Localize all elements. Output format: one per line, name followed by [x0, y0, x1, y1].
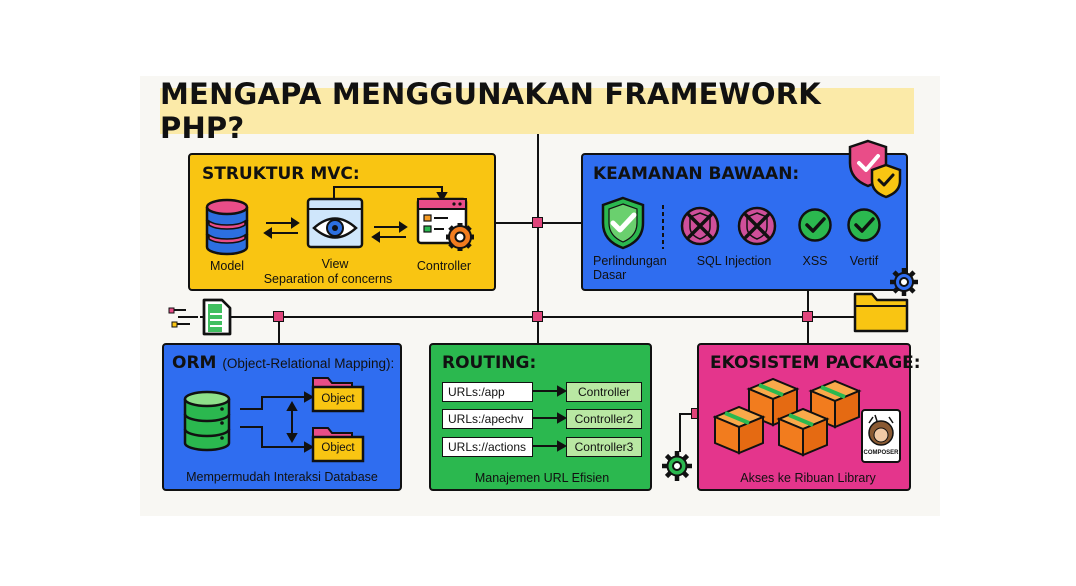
- gear-icon: [446, 223, 474, 251]
- orm-caption: Mempermudah Interaksi Database: [186, 470, 378, 484]
- orm-title: ORM (Object-Relational Mapping):: [172, 353, 394, 373]
- object-label: Object: [321, 442, 355, 454]
- branch-arrows-icon: [240, 391, 315, 453]
- security-item-xss: XSS: [802, 254, 828, 268]
- ecosystem-title: EKOSISTEM PACKAGE:: [710, 353, 921, 373]
- shield-cross-icon: [680, 206, 720, 246]
- routing-panel: ROUTING: URLs:/app Controller URLs:/apec…: [429, 343, 652, 491]
- route-controller: Controller3: [566, 437, 642, 457]
- route-controller: Controller2: [566, 409, 642, 429]
- orm-subtitle: (Object-Relational Mapping):: [222, 356, 395, 371]
- arrow-line-icon: [333, 186, 448, 201]
- shield-check-icon: [601, 196, 645, 250]
- document-icon: [168, 298, 232, 336]
- routing-caption: Manajemen URL Efisien: [474, 471, 610, 485]
- mvc-title: STRUKTUR MVC:: [202, 164, 360, 184]
- object-label: Object: [321, 393, 355, 405]
- joint-node: [273, 311, 284, 322]
- package-box-icon: [713, 377, 861, 457]
- route-url: URLs:/app: [442, 382, 533, 402]
- composer-logo-text: COMPOSER: [863, 450, 899, 456]
- orm-title-main: ORM: [172, 353, 217, 373]
- object-folder-icon: [311, 377, 365, 413]
- ecosystem-panel: EKOSISTEM PACKAGE: COMPOSER Akses ke Rib…: [697, 343, 921, 491]
- controller-label: Controller: [416, 259, 472, 273]
- model-label: Model: [209, 259, 245, 273]
- object-folder-icon: [311, 427, 365, 463]
- view-label: View: [321, 257, 349, 271]
- shield-badge-icon: [848, 139, 902, 199]
- controller-window-icon: [416, 197, 474, 251]
- page-title: MENGAPA MENGGUNAKAN FRAMEWORK PHP?: [160, 77, 914, 145]
- bidirectional-arrow-icon: [263, 217, 300, 239]
- security-item-vertif: Vertif: [849, 254, 879, 268]
- joint-node: [802, 311, 813, 322]
- mvc-caption: Separation of concerns: [263, 272, 393, 286]
- gear-icon: [662, 451, 692, 481]
- eye-icon: [306, 197, 364, 249]
- routing-title: ROUTING:: [442, 353, 537, 373]
- route-controller: Controller: [566, 382, 642, 402]
- security-title: KEAMANAN BAWAAN:: [593, 164, 800, 184]
- check-circle-icon: [847, 208, 881, 242]
- folder-icon: [853, 292, 909, 333]
- composer-logo: [861, 409, 901, 463]
- ecosystem-caption: Akses ke Ribuan Library: [740, 471, 876, 485]
- route-url: URLs://actions: [442, 437, 533, 457]
- database-icon: [205, 198, 249, 256]
- security-item-sql: SQL Injection: [696, 254, 772, 268]
- check-circle-icon: [798, 208, 832, 242]
- wire-ecosystem-gear: [679, 413, 697, 452]
- orm-panel: ORM (Object-Relational Mapping): Object …: [162, 343, 402, 491]
- mvc-panel: STRUKTUR MVC: Model View Separation of c…: [188, 153, 496, 291]
- database-icon: [183, 390, 231, 452]
- routing-arrows: [532, 385, 568, 452]
- joint-node: [532, 311, 543, 322]
- joint-node: [532, 217, 543, 228]
- shield-cross-icon: [737, 206, 777, 246]
- bidirectional-arrow-icon: [371, 221, 408, 243]
- gear-icon: [890, 268, 918, 296]
- dashed-divider: [662, 205, 664, 249]
- route-url: URLs:/apechv: [442, 409, 533, 429]
